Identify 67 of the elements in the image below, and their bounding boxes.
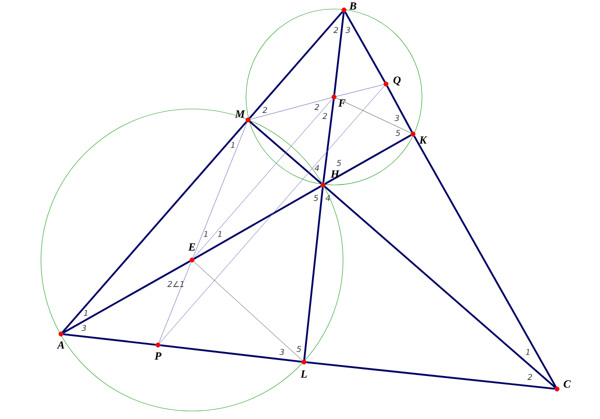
line-segment (160, 344, 302, 363)
point-label: A (56, 341, 64, 349)
point-label: E (188, 243, 196, 251)
line-segment (192, 122, 248, 258)
angle-number: 4 (314, 165, 319, 171)
angle-number: 2∠1 (167, 281, 184, 287)
line-segment (249, 120, 322, 184)
point-label: M (234, 110, 246, 118)
point (554, 386, 560, 392)
point-label: H (330, 170, 340, 178)
angle-number: 3 (394, 114, 400, 122)
angle-number: 5 (296, 346, 302, 352)
point (302, 360, 306, 364)
angle-number: 3 (345, 26, 350, 34)
line-segment (158, 262, 192, 344)
angle-number: 1 (230, 142, 234, 148)
angle-number: 1 (218, 231, 222, 237)
angle-number: 5 (336, 160, 342, 166)
angle-number: 1 (204, 231, 208, 237)
point (342, 8, 346, 12)
line-segment (386, 86, 413, 132)
point (332, 94, 336, 100)
point-label: Q (393, 76, 401, 86)
line-segment (159, 86, 385, 344)
point (320, 182, 326, 188)
angle-number: 2 (334, 27, 338, 33)
line-segment (194, 261, 302, 361)
point-label: B (349, 2, 356, 10)
point (384, 82, 388, 86)
point-label: K (419, 136, 428, 144)
angle-number: 3 (81, 324, 86, 331)
point (190, 258, 194, 262)
line-segment (193, 98, 333, 258)
line-segment (306, 361, 555, 390)
angle-number: 5 (314, 195, 318, 201)
line-segment (413, 136, 557, 388)
point (156, 342, 160, 348)
line-segment (248, 11, 344, 119)
angle-number: 2 (527, 374, 532, 380)
angle-number: 2 (314, 104, 320, 110)
point-label: P (154, 352, 162, 360)
line-segment (250, 97, 332, 120)
angle-number: 5 (396, 130, 400, 136)
angle-number: 1 (526, 349, 530, 355)
line-segment (194, 185, 322, 260)
point-label: L (300, 370, 307, 378)
line-segment (63, 333, 156, 346)
angle-number: 3 (279, 348, 284, 355)
line-segment (303, 187, 324, 360)
point-label: C (564, 380, 571, 388)
line-segment (324, 186, 556, 388)
line-segment (333, 12, 345, 95)
line-segment (62, 121, 248, 333)
line-segment (324, 134, 412, 185)
line-segment (344, 12, 386, 82)
line-segment (62, 260, 190, 334)
line-segment (336, 84, 384, 97)
point-label: F (338, 99, 346, 107)
point (246, 118, 250, 122)
point (58, 332, 64, 336)
line-segment (322, 99, 335, 183)
angle-number: 2 (262, 107, 268, 113)
angle-number: 1 (84, 310, 88, 316)
point (410, 132, 416, 136)
angle-number: 4 (326, 195, 330, 201)
angle-number: 2 (322, 113, 328, 119)
line-segment (336, 98, 412, 134)
